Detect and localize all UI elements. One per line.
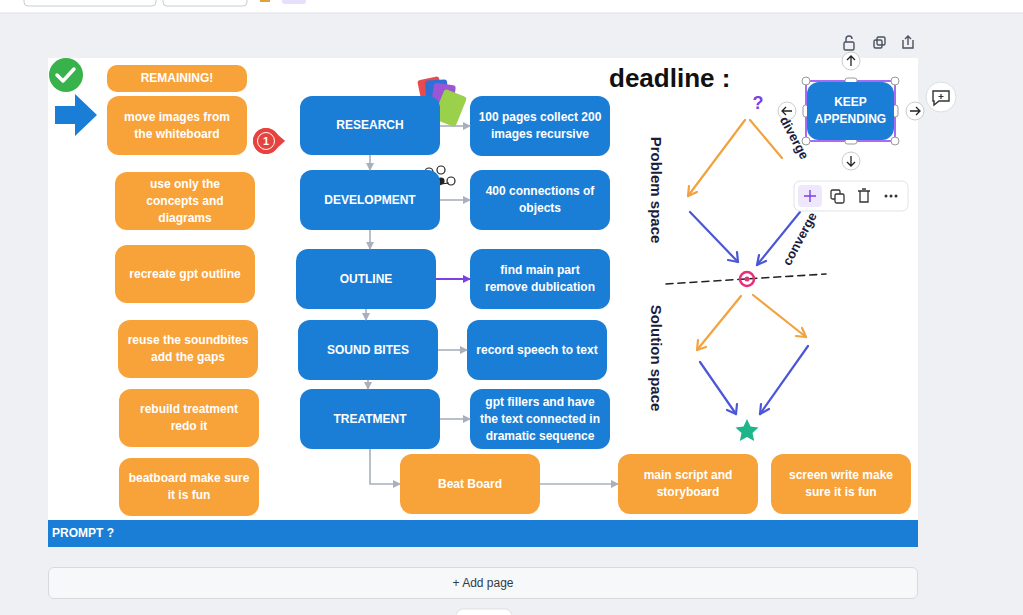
focus-point <box>740 272 754 286</box>
callout-tail <box>276 133 285 149</box>
box-text: 400 connections of objects <box>478 183 602 217</box>
box-text: beatboard make sure it is fun <box>127 470 251 504</box>
selected-box: KEEP APPENDING <box>807 82 894 140</box>
box-text: SOUND BITES <box>327 342 409 359</box>
toolbar-field <box>24 0 156 6</box>
flow-connector <box>540 483 618 485</box>
detail-box: find main part remove dublication <box>470 249 610 309</box>
stage-box: DEVELOPMENT <box>300 170 440 230</box>
box-text: REMAINING! <box>141 70 214 87</box>
deadline-note: deadline : <box>609 62 749 94</box>
detail-box: record speech to text <box>467 320 607 380</box>
diverge-converge-sketch <box>666 120 826 414</box>
handwritten-note: converge <box>778 207 822 271</box>
stage-box: TREATMENT <box>300 389 440 449</box>
callout-badge <box>253 128 285 154</box>
goal-star <box>736 419 759 441</box>
callout-number: 1 <box>258 133 274 149</box>
box-text: KEEP APPENDING <box>815 94 886 128</box>
box-text: move images from the whiteboard <box>115 109 239 143</box>
stage-box: Beat Board <box>400 454 540 514</box>
box-text: use only the concepts and diagrams <box>123 176 247 227</box>
flow-connector <box>370 449 400 484</box>
flow-connector <box>440 418 470 420</box>
box-text: 100 pages collect 200 images recursive <box>478 109 602 143</box>
callout-badge <box>253 128 279 154</box>
stage-box: RESEARCH <box>300 96 440 155</box>
output-box: main script and storyboard <box>618 454 758 514</box>
flow-connector <box>440 125 470 127</box>
box-text: main script and storyboard <box>626 467 750 501</box>
scroll-pill <box>456 609 512 615</box>
box-text: TREATMENT <box>333 411 406 428</box>
output-box: screen write make sure it is fun <box>771 454 911 514</box>
detail-box: 100 pages collect 200 images recursive <box>470 96 610 156</box>
stage-box: OUTLINE <box>296 249 436 309</box>
callout-ring <box>258 133 275 150</box>
page-icons <box>844 36 913 50</box>
flow-connector <box>365 309 367 320</box>
box-text: record speech to text <box>476 342 597 359</box>
detail-box: gpt fillers and have the text connected … <box>470 389 610 449</box>
heading-box: REMAINING! <box>107 65 247 92</box>
prompt-band: PROMPT ? <box>48 520 918 547</box>
add-page-button: + Add page <box>48 567 918 599</box>
context-toolbar <box>794 181 908 211</box>
box-text: OUTLINE <box>340 271 393 288</box>
handwritten-note: Problem space <box>647 134 665 246</box>
box-text: Beat Board <box>438 476 502 493</box>
focus-point <box>745 277 750 282</box>
box-text: reuse the soundbites add the gaps <box>126 332 250 366</box>
box-text: DEVELOPMENT <box>324 192 415 209</box>
box-text: PROMPT ? <box>52 525 114 542</box>
task-box: move images from the whiteboard <box>107 96 247 155</box>
task-box: reuse the soundbites add the gaps <box>118 320 258 378</box>
task-box: rebuild treatment redo it <box>119 389 259 447</box>
box-text: gpt fillers and have the text connected … <box>478 394 602 445</box>
task-box: beatboard make sure it is fun <box>119 458 259 516</box>
toolbar-strip <box>0 0 1023 13</box>
box-text: find main part remove dublication <box>478 262 602 296</box>
question-mark: ? <box>750 92 766 114</box>
toolbar-icon <box>260 0 270 2</box>
flow-connector <box>369 230 371 249</box>
flow-connector <box>367 380 369 389</box>
flow-connector <box>436 278 470 280</box>
handwritten-note: Solution space <box>647 300 665 416</box>
box-text: rebuild treatment redo it <box>127 401 251 435</box>
box-text: + Add page <box>452 575 513 592</box>
toolbar-field <box>163 0 247 6</box>
check-mark <box>57 69 74 81</box>
page <box>48 58 918 547</box>
pointer-arrow <box>55 94 97 136</box>
flow-connector <box>440 199 470 201</box>
flow-connector <box>438 349 467 351</box>
toolbar-border <box>0 13 1023 14</box>
box-text: recreate gpt outline <box>129 266 240 283</box>
toolbar-icon <box>282 0 306 4</box>
task-box: use only the concepts and diagrams <box>115 172 255 230</box>
task-box: recreate gpt outline <box>115 245 255 303</box>
comment-button <box>926 82 956 112</box>
box-text: RESEARCH <box>336 117 403 134</box>
flow-connector <box>369 155 371 170</box>
detail-box: 400 connections of objects <box>470 170 610 230</box>
check-badge <box>49 58 83 92</box>
stage-box: SOUND BITES <box>298 320 438 380</box>
box-text: screen write make sure it is fun <box>779 467 903 501</box>
